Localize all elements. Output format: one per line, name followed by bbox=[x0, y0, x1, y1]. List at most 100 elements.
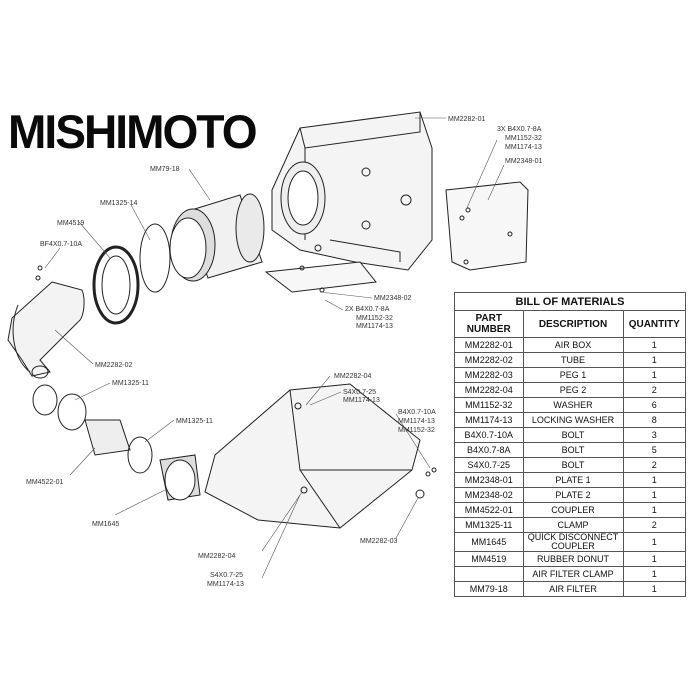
bom-description: PEG 2 bbox=[523, 382, 624, 398]
callout-mm1645: MM1645 bbox=[92, 521, 119, 528]
bom-part-number: MM4519 bbox=[455, 551, 524, 567]
clamp-1-drawing bbox=[32, 384, 58, 416]
callout-b4-right-line3: MM1152-32 bbox=[398, 427, 435, 434]
header-description: DESCRIPTION bbox=[523, 310, 624, 338]
bom-description: BOLT bbox=[523, 427, 624, 443]
bom-part-number: MM2282-04 bbox=[455, 382, 524, 398]
bom-part-number: MM1174-13 bbox=[455, 412, 524, 428]
callout-s4-bottom-line1: S4X0.7-25 bbox=[210, 572, 243, 579]
quick-disconnect-coupler-drawing bbox=[159, 454, 201, 501]
callout-mm2348-01: MM2348-01 bbox=[505, 158, 542, 165]
bom-part-number: MM2282-02 bbox=[455, 352, 524, 368]
air-box-bottom-drawing bbox=[204, 383, 425, 529]
air-filter-drawing bbox=[169, 193, 265, 282]
clamp-3-drawing bbox=[127, 436, 153, 474]
air-filter-clamp-drawing bbox=[139, 223, 171, 293]
callout-mm2282-04-bottom: MM2282-04 bbox=[198, 553, 235, 560]
bom-part-number: MM1645 bbox=[455, 532, 524, 552]
bom-description: PLATE 1 bbox=[523, 472, 624, 488]
leader-lines bbox=[44, 117, 505, 579]
bom-header-row: PART NUMBER DESCRIPTION QUANTITY bbox=[455, 310, 685, 338]
bom-quantity: 2 bbox=[623, 382, 685, 398]
bom-quantity: 3 bbox=[623, 427, 685, 443]
bom-quantity: 1 bbox=[623, 352, 685, 368]
bom-description: TUBE bbox=[523, 352, 624, 368]
callout-mm2348-02: MM2348-02 bbox=[374, 295, 411, 302]
plate-1-drawing bbox=[445, 181, 529, 271]
bom-part-number: B4X0.7-8A bbox=[455, 442, 524, 458]
bom-part-number: MM1152-32 bbox=[455, 397, 524, 413]
bom-part-number: MM79-18 bbox=[455, 581, 524, 596]
bom-description: AIR FILTER CLAMP bbox=[523, 566, 624, 582]
bom-description: CLAMP bbox=[523, 517, 624, 533]
bom-quantity: 1 bbox=[623, 566, 685, 582]
callout-bf4x0.7-10a: BF4X0.7-10A bbox=[40, 241, 82, 248]
bom-description: BOLT bbox=[523, 457, 624, 473]
callout-b4-right-line1: B4X0.7-10A bbox=[398, 409, 436, 416]
bom-quantity: 1 bbox=[623, 502, 685, 518]
header-quantity: QUANTITY bbox=[623, 310, 685, 338]
bom-description: AIR FILTER bbox=[523, 581, 624, 596]
rubber-donut-drawing bbox=[92, 245, 140, 325]
callout-mm2282-04-top: MM2282-04 bbox=[334, 373, 371, 380]
clamp-2-drawing bbox=[57, 393, 87, 431]
air-box-top-drawing bbox=[271, 111, 433, 271]
bom-description: COUPLER bbox=[523, 502, 624, 518]
bill-of-materials: BILL OF MATERIALS PART NUMBER DESCRIPTIO… bbox=[454, 292, 686, 597]
brand-logo: MISHIMOTO bbox=[8, 105, 258, 158]
callout-hardware-top-line2: MM1152-32 bbox=[505, 135, 542, 142]
bom-quantity: 1 bbox=[623, 551, 685, 567]
bom-quantity: 6 bbox=[623, 397, 685, 413]
callout-mm2282-03: MM2282-03 bbox=[360, 538, 397, 545]
callout-mm79-18: MM79-18 bbox=[150, 166, 180, 173]
bom-quantity: 5 bbox=[623, 442, 685, 458]
bom-description: PLATE 2 bbox=[523, 487, 624, 503]
plate-2-drawing bbox=[264, 261, 377, 293]
bom-description: RUBBER DONUT bbox=[523, 551, 624, 567]
bom-description: QUICK DISCONNECT COUPLER bbox=[523, 532, 624, 552]
bom-part-number: B4X0.7-10A bbox=[455, 427, 524, 443]
bom-part-number: S4X0.7-25 bbox=[455, 457, 524, 473]
bom-part-number: MM1325-11 bbox=[455, 517, 524, 533]
bom-part-number: MM4522-01 bbox=[455, 502, 524, 518]
bom-description: PEG 1 bbox=[523, 367, 624, 383]
bom-quantity: 1 bbox=[623, 487, 685, 503]
callout-b4-right-line2: MM1174-13 bbox=[398, 418, 435, 425]
bom-quantity: 1 bbox=[623, 367, 685, 383]
bom-quantity: 2 bbox=[623, 517, 685, 533]
bom-part-number: MM2348-02 bbox=[455, 487, 524, 503]
callout-mm1325-14: MM1325-14 bbox=[100, 200, 137, 207]
bom-part-number: MM2282-03 bbox=[455, 367, 524, 383]
bom-quantity: 2 bbox=[623, 457, 685, 473]
bom-title: BILL OF MATERIALS bbox=[515, 296, 625, 308]
bom-description: LOCKING WASHER bbox=[523, 412, 624, 428]
bom-quantity: 1 bbox=[623, 337, 685, 353]
bom-description: AIR BOX bbox=[523, 337, 624, 353]
callout-mm2282-02: MM2282-02 bbox=[95, 362, 132, 369]
callout-s4-top-line2: MM1174-13 bbox=[343, 397, 380, 404]
callout-hardware-mid-line1: 2X B4X0.7-8A bbox=[345, 306, 390, 313]
bom-part-number: MM2282-01 bbox=[455, 337, 524, 353]
callout-hardware-top-line1: 3X B4X0.7-8A bbox=[497, 126, 542, 133]
bom-table: PART NUMBER DESCRIPTION QUANTITY MM2282-… bbox=[455, 310, 685, 596]
tube-drawing bbox=[7, 281, 85, 379]
bom-quantity: 1 bbox=[623, 581, 685, 596]
bom-quantity: 1 bbox=[623, 472, 685, 488]
callout-mm2282-01: MM2282-01 bbox=[448, 116, 485, 123]
